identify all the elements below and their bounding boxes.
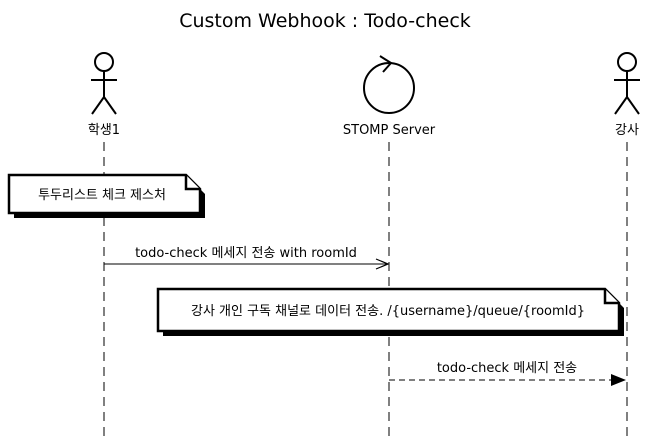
participant-student: 학생1	[88, 52, 120, 138]
participant-label: 학생1	[88, 123, 120, 138]
note-todo-gesture: 투두리스트 체크 제스처	[7, 173, 205, 218]
message-todo-check: todo-check 메세지 전송 with roomId	[104, 246, 388, 264]
control-icon	[363, 55, 415, 114]
message-todo-check-forward: todo-check 메세지 전송	[389, 361, 626, 386]
participant-server: STOMP Server	[343, 55, 436, 138]
participant-teacher: 강사	[614, 52, 640, 138]
note-text: 투두리스트 체크 제스처	[38, 188, 166, 203]
note-text: 강사 개인 구독 채널로 데이터 전송. /{username}/queue/{…	[191, 304, 585, 319]
message-label: todo-check 메세지 전송 with roomId	[135, 246, 357, 261]
diagram-title: Custom Webhook : Todo-check	[179, 10, 471, 32]
note-private-channel: 강사 개인 구독 채널로 데이터 전송. /{username}/queue/{…	[156, 287, 624, 336]
message-label: todo-check 메세지 전송	[437, 361, 577, 376]
actor-icon	[91, 52, 117, 115]
participant-label: 강사	[615, 123, 639, 138]
actor-icon	[614, 52, 640, 115]
participant-label: STOMP Server	[343, 123, 436, 138]
